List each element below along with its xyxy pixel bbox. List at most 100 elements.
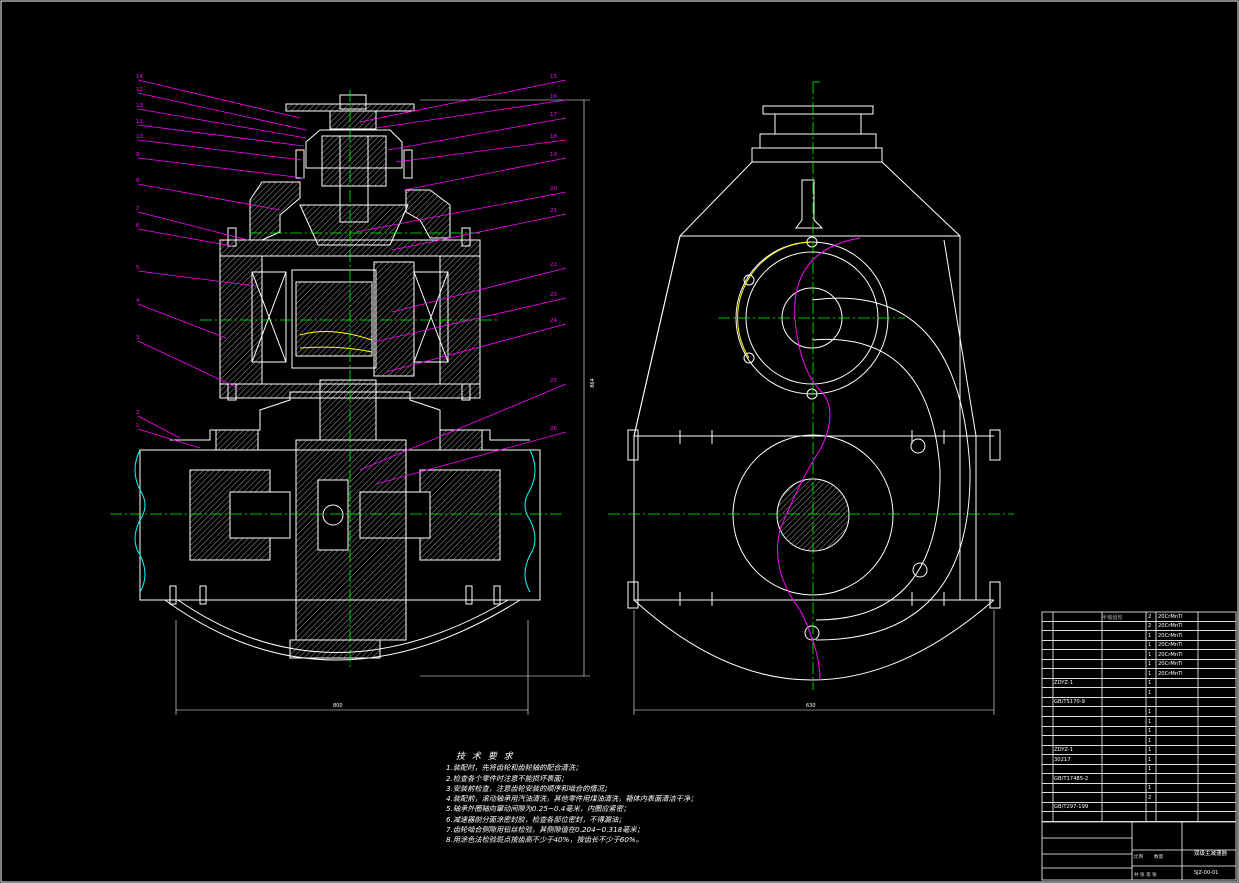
note-line: 7.齿轮啮合侧隙用铅丝检验，其侧隙值在0.204~0.318毫米； bbox=[446, 825, 644, 835]
note-line: 5.轴承外圈轴向窜动间隙为0.25~0.4毫米，内圈应紧密； bbox=[446, 804, 631, 814]
front-centerlines bbox=[110, 90, 565, 670]
balloon: 26 bbox=[550, 426, 557, 432]
bom-row: ZDYZ-1 1 bbox=[1042, 746, 1236, 756]
bom-row: GB/T17485-2 bbox=[1042, 774, 1236, 784]
bom-table-frame bbox=[1041, 611, 1237, 881]
bom-cell-qty: 2 bbox=[1148, 623, 1152, 630]
balloon: 2 bbox=[136, 410, 140, 416]
bom-row: 2 20CrMnTi bbox=[1042, 622, 1236, 632]
bom-row: GB/T5170-9 bbox=[1042, 698, 1236, 708]
drawing-code: SJZ-00-01 bbox=[1194, 870, 1219, 876]
bom-cell-qty: 1 bbox=[1148, 670, 1152, 677]
balloon: 20 bbox=[550, 186, 557, 192]
balloon: 14 bbox=[136, 74, 143, 80]
bom-row: 1 20CrMnTi bbox=[1042, 660, 1236, 670]
front-leaders-right bbox=[355, 79, 567, 485]
balloon: 7 bbox=[136, 206, 140, 212]
bom-row: 1 bbox=[1042, 707, 1236, 718]
bom-cell-mat: 20CrMnTi bbox=[1158, 613, 1183, 620]
bom-cell-qty: 1 bbox=[1148, 632, 1152, 639]
front-section-view bbox=[139, 94, 541, 661]
bom-cell-name: 半轴齿轮 bbox=[1102, 614, 1123, 621]
bom-cell-mat: 20CrMnTi bbox=[1158, 642, 1183, 649]
front-hub-outlines bbox=[134, 449, 536, 593]
bom-row: 1 20CrMnTi bbox=[1042, 641, 1236, 651]
bom-row: 1 bbox=[1042, 688, 1236, 698]
balloon: 6 bbox=[136, 223, 140, 229]
bom-row: 1 bbox=[1042, 717, 1236, 727]
sheet-label: 共 张 第 张 bbox=[1134, 873, 1157, 878]
drawing-name: 双级主减速器 bbox=[1194, 851, 1228, 857]
bom-cell-code: ZDYZ-1 bbox=[1054, 680, 1074, 687]
note-line: 8.用涂色法检验斑点按齿高不少于40%，按齿长不少于60%。 bbox=[446, 835, 643, 845]
note-line: 2.检查各个零件时注意不能损坏表面； bbox=[446, 773, 568, 783]
height-dimension: 864 bbox=[589, 378, 596, 388]
bom-cell-mat: 20CrMnTi bbox=[1158, 651, 1183, 658]
front-leaders-left bbox=[137, 79, 307, 449]
balloon: 10 bbox=[136, 134, 143, 140]
bom-cell-mat: 20CrMnTi bbox=[1158, 623, 1183, 630]
bom-cell-qty: 1 bbox=[1148, 756, 1152, 763]
bom-cell-mat: 20CrMnTi bbox=[1158, 661, 1183, 668]
bom-row bbox=[1042, 812, 1236, 823]
bom-row: 半轴齿轮 2 20CrMnTi bbox=[1042, 612, 1236, 622]
bom-cell-qty: 1 bbox=[1148, 689, 1152, 696]
bom-row: 30217 1 bbox=[1042, 755, 1236, 765]
balloon: 17 bbox=[550, 112, 557, 118]
balloon: 12 bbox=[136, 87, 143, 93]
balloon: 18 bbox=[550, 134, 557, 140]
side-width-dimension: 630 bbox=[806, 703, 816, 709]
balloon: 1 bbox=[136, 423, 140, 429]
balloon: 3 bbox=[136, 335, 140, 341]
bom-row: 1 bbox=[1042, 736, 1236, 746]
balloon: 8 bbox=[136, 178, 140, 184]
title-block: 比例 数量 共 张 第 张 双级主减速器 SJZ-00-01 bbox=[1042, 822, 1236, 880]
bom-cell-qty: 1 bbox=[1148, 718, 1152, 725]
front-gear-accents bbox=[299, 331, 373, 353]
side-hidden-circle bbox=[737, 241, 813, 359]
side-centerlines bbox=[608, 81, 1014, 690]
balloon: 19 bbox=[550, 152, 557, 158]
balloon: 16 bbox=[550, 94, 557, 100]
balloon: 22 bbox=[550, 262, 557, 268]
balloon: 21 bbox=[550, 208, 557, 214]
bom-cell-qty: 1 bbox=[1148, 747, 1152, 754]
bom-cell-code: GB/T5170-9 bbox=[1054, 699, 1085, 706]
note-line: 3.安装前检查，注意齿轮安装的顺序和啮合的情况； bbox=[446, 783, 611, 793]
note-line: 6.减速器剖分面涂密封胶，检查各部位密封，不得漏油； bbox=[446, 814, 626, 824]
bom-row: 1 bbox=[1042, 765, 1236, 775]
side-dimensions bbox=[633, 610, 995, 715]
technical-requirements: 技 术 要 求 1.装配时，先将齿轮和齿轮轴的配合清洗； 2.检查各个零件时注意… bbox=[446, 752, 746, 846]
bom-cell-code: GB/T17485-2 bbox=[1054, 775, 1089, 782]
front-dimensions bbox=[175, 99, 590, 715]
bom-row: 2 bbox=[1042, 793, 1236, 803]
bom-cell-code: ZDYZ-1 bbox=[1054, 747, 1074, 754]
balloon: 23 bbox=[550, 292, 557, 298]
front-width-dimension: 800 bbox=[333, 703, 343, 709]
bom-cell-code: GB/T297-199 bbox=[1054, 804, 1089, 811]
balloon: 9 bbox=[136, 152, 140, 158]
bom-row: 1 20CrMnTi bbox=[1042, 650, 1236, 660]
balloon: 13 bbox=[136, 103, 143, 109]
bom-cell-code: 30217 bbox=[1054, 756, 1071, 763]
side-view bbox=[627, 105, 1001, 681]
bom-cell-qty: 1 bbox=[1148, 766, 1152, 773]
bom-cell-qty: 1 bbox=[1148, 642, 1152, 649]
note-line: 1.装配时，先将齿轮和齿轮轴的配合清洗； bbox=[446, 763, 583, 773]
bom-row: 1 bbox=[1042, 727, 1236, 737]
balloon: 25 bbox=[550, 378, 557, 384]
bom-cell-qty: 1 bbox=[1148, 661, 1152, 668]
bom-cell-qty: 1 bbox=[1148, 785, 1152, 792]
bom-cell-qty: 1 bbox=[1148, 651, 1152, 658]
balloon: 4 bbox=[136, 298, 140, 304]
quantity-label: 数量 bbox=[1154, 855, 1164, 860]
balloon: 24 bbox=[550, 318, 557, 324]
scale-label: 比例 bbox=[1134, 855, 1144, 860]
bom-cell-qty: 2 bbox=[1148, 613, 1152, 620]
bom-row: 1 bbox=[1042, 784, 1236, 794]
